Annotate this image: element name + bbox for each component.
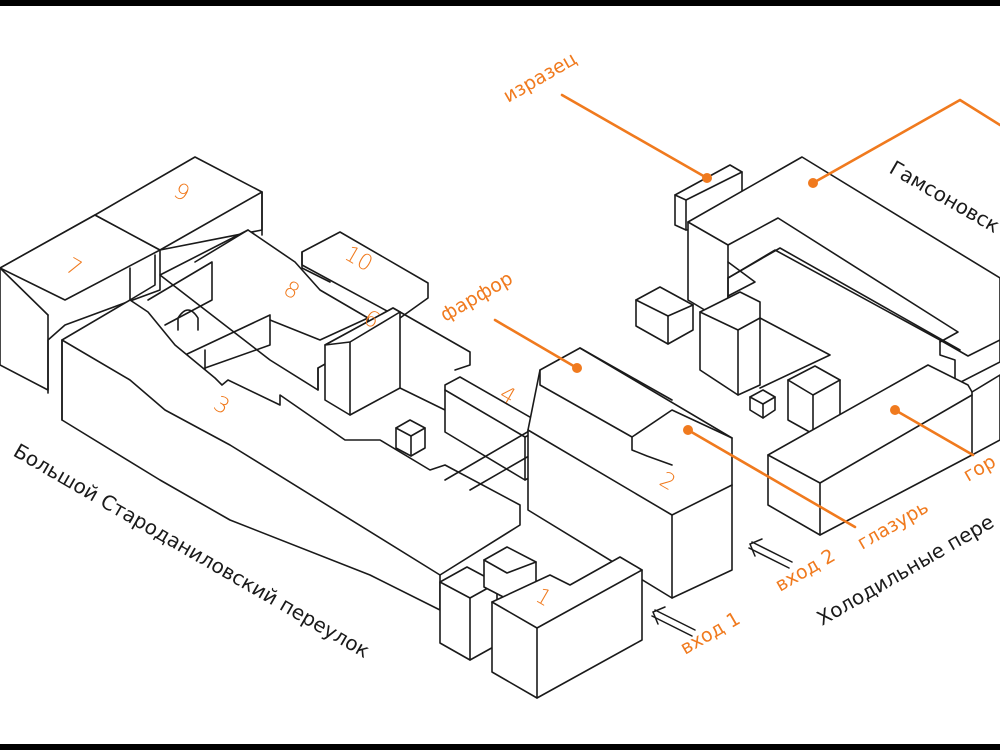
connector bbox=[129, 254, 156, 301]
callout-farfor: фарфор bbox=[437, 267, 517, 326]
building-1[interactable] bbox=[491, 556, 643, 699]
isometric-site-plan: 7 9 8 3 10 6 bbox=[0, 48, 1000, 699]
small-cube bbox=[395, 419, 426, 457]
building-complex-east[interactable] bbox=[674, 156, 1000, 386]
callout-dot bbox=[683, 425, 693, 435]
building-9[interactable] bbox=[94, 156, 263, 251]
entrance-2-label[interactable]: вход 2 bbox=[772, 545, 840, 597]
tiny-cube bbox=[749, 389, 776, 419]
callout-dot bbox=[890, 405, 900, 415]
building-7[interactable] bbox=[0, 214, 161, 394]
callout-dot bbox=[702, 173, 712, 183]
entrance-1-arrow bbox=[651, 606, 696, 637]
leader-gor bbox=[893, 408, 975, 457]
callout-dot bbox=[808, 178, 818, 188]
building-complex-east-inner bbox=[699, 291, 841, 436]
building-3[interactable] bbox=[61, 299, 521, 611]
building-2[interactable] bbox=[527, 347, 733, 599]
building-10[interactable] bbox=[301, 231, 429, 319]
entrance-2-arrow bbox=[748, 538, 793, 569]
entrance-1-label[interactable]: вход 1 bbox=[677, 608, 745, 660]
leader-top-right bbox=[811, 98, 1000, 185]
building-6[interactable] bbox=[324, 307, 401, 416]
site-map: 7 9 8 3 10 6 bbox=[0, 6, 1000, 744]
leader-farfor bbox=[493, 318, 579, 370]
corridor bbox=[399, 311, 471, 371]
leader-izrazets bbox=[560, 93, 709, 180]
leader-glazur bbox=[686, 428, 857, 529]
callout-dot bbox=[572, 363, 582, 373]
cube-block bbox=[635, 286, 694, 345]
